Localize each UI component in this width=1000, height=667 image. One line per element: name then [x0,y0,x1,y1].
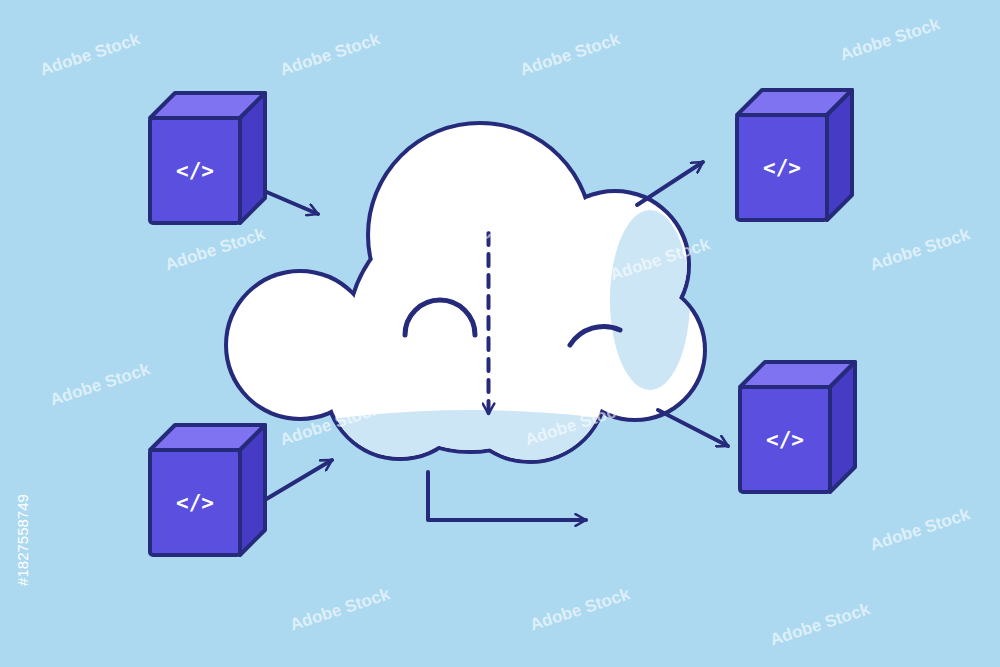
dashed-connector [487,233,491,414]
cloud-outline [228,125,703,460]
arrow [637,162,703,205]
code-cube: </> [732,85,857,225]
watermark: Adobe Stock [527,584,632,635]
cloud-inner-curve [570,327,620,345]
cube-shape [735,357,860,497]
arrow [428,472,586,520]
watermark: Adobe Stock [277,29,382,80]
code-symbol: </> [150,118,240,223]
watermark: Adobe Stock [47,359,152,410]
watermark: Adobe Stock [162,224,267,275]
image-id: #1827558749 [14,494,31,586]
watermark: Adobe Stock [522,399,627,450]
watermark: Adobe Stock [607,234,712,285]
code-cube: </> [145,420,270,560]
watermark: Adobe Stock [397,219,502,270]
cube-shape [145,88,270,228]
code-symbol: </> [737,115,827,220]
cloud-shade [210,210,730,530]
watermark: Adobe Stock [867,224,972,275]
code-symbol: </> [150,450,240,555]
code-symbol: </> [740,387,830,492]
watermark: Adobe Stock [767,599,872,650]
watermark: Adobe Stock [517,29,622,80]
watermark: Adobe Stock [867,504,972,555]
cube-shape [145,420,270,560]
arrow [658,410,728,446]
code-cube: </> [145,88,270,228]
cloud-fill [228,125,703,460]
watermark: Adobe Stock [37,29,142,80]
watermark: Adobe Stock [287,584,392,635]
watermark: Adobe Stock [277,399,382,450]
flow-arrows [248,162,728,520]
arrow [248,184,318,214]
cloud-inner-curve [405,300,475,335]
arrow [248,460,332,510]
watermark: Adobe Stock [837,14,942,65]
code-cube: </> [735,357,860,497]
cube-shape [732,85,857,225]
